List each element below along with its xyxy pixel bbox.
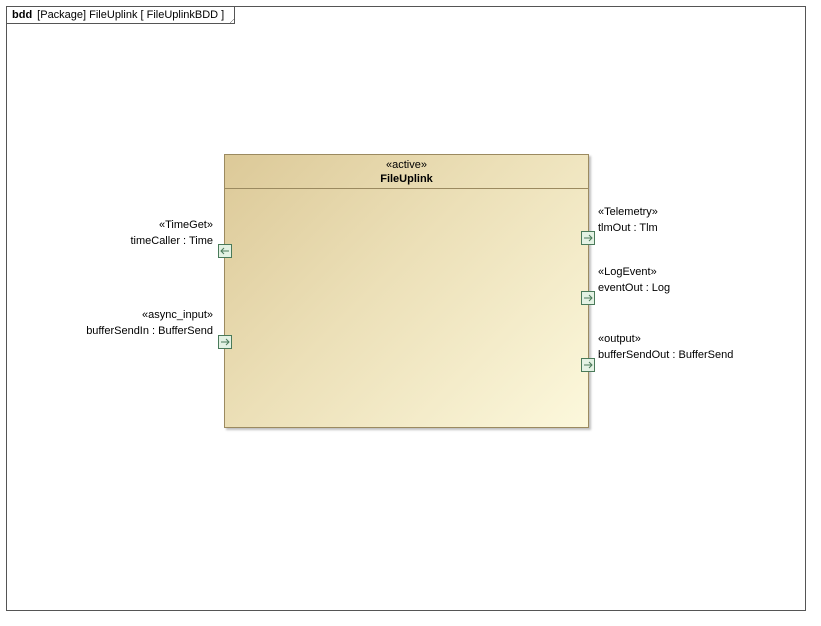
block-name: FileUplink: [380, 173, 433, 185]
arrow-right-icon: [584, 361, 593, 369]
port-buffer-send-in[interactable]: [218, 335, 232, 349]
port-label-time-caller: «TimeGet» timeCaller : Time: [130, 217, 213, 249]
block-header: «active» FileUplink: [225, 155, 588, 189]
diagram-title: [Package] FileUplink [ FileUplinkBDD ]: [37, 9, 225, 21]
port-stereotype: «output»: [598, 333, 641, 345]
port-label-tlm-out: «Telemetry» tlmOut : Tlm: [598, 204, 658, 236]
frame-tab-corner: [229, 18, 236, 24]
port-time-caller[interactable]: [218, 244, 232, 258]
port-stereotype: «LogEvent»: [598, 266, 657, 278]
port-buffer-send-out[interactable]: [581, 358, 595, 372]
arrow-left-icon: [220, 247, 229, 255]
port-stereotype: «Telemetry»: [598, 206, 658, 218]
port-name: bufferSendIn : BufferSend: [86, 325, 213, 337]
port-label-buffer-send-out: «output» bufferSendOut : BufferSend: [598, 331, 733, 363]
diagram-kind: bdd: [12, 9, 33, 21]
arrow-right-icon: [221, 338, 230, 346]
port-tlm-out[interactable]: [581, 231, 595, 245]
port-stereotype: «async_input»: [142, 309, 213, 321]
port-label-buffer-send-in: «async_input» bufferSendIn : BufferSend: [86, 307, 213, 339]
frame-header[interactable]: bdd [Package] FileUplink [ FileUplinkBDD …: [7, 7, 236, 24]
arrow-right-icon: [584, 234, 593, 242]
diagram-frame: bdd [Package] FileUplink [ FileUplinkBDD …: [6, 6, 806, 611]
port-name: bufferSendOut : BufferSend: [598, 349, 734, 361]
block-fileuplink[interactable]: «active» FileUplink: [224, 154, 589, 428]
port-name: tlmOut : Tlm: [598, 222, 658, 234]
port-event-out[interactable]: [581, 291, 595, 305]
port-name: eventOut : Log: [598, 282, 671, 294]
arrow-right-icon: [584, 294, 593, 302]
port-name: timeCaller : Time: [130, 235, 213, 247]
block-stereotype: «active»: [386, 159, 427, 171]
port-stereotype: «TimeGet»: [158, 219, 213, 231]
port-label-event-out: «LogEvent» eventOut : Log: [598, 264, 670, 296]
